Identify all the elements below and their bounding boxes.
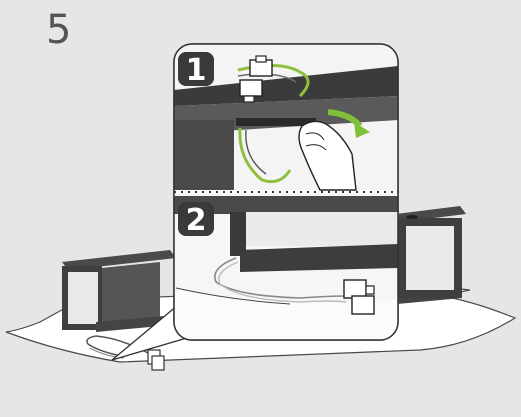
detail-1-badge: 1 [178,52,214,88]
detail-2-scene: 2 [174,194,398,340]
detail-1-scene: 1 [174,44,398,190]
detail-1-number: 1 [186,53,207,88]
detail-2-badge: 2 [178,202,214,238]
detail-2-number: 2 [186,203,207,238]
